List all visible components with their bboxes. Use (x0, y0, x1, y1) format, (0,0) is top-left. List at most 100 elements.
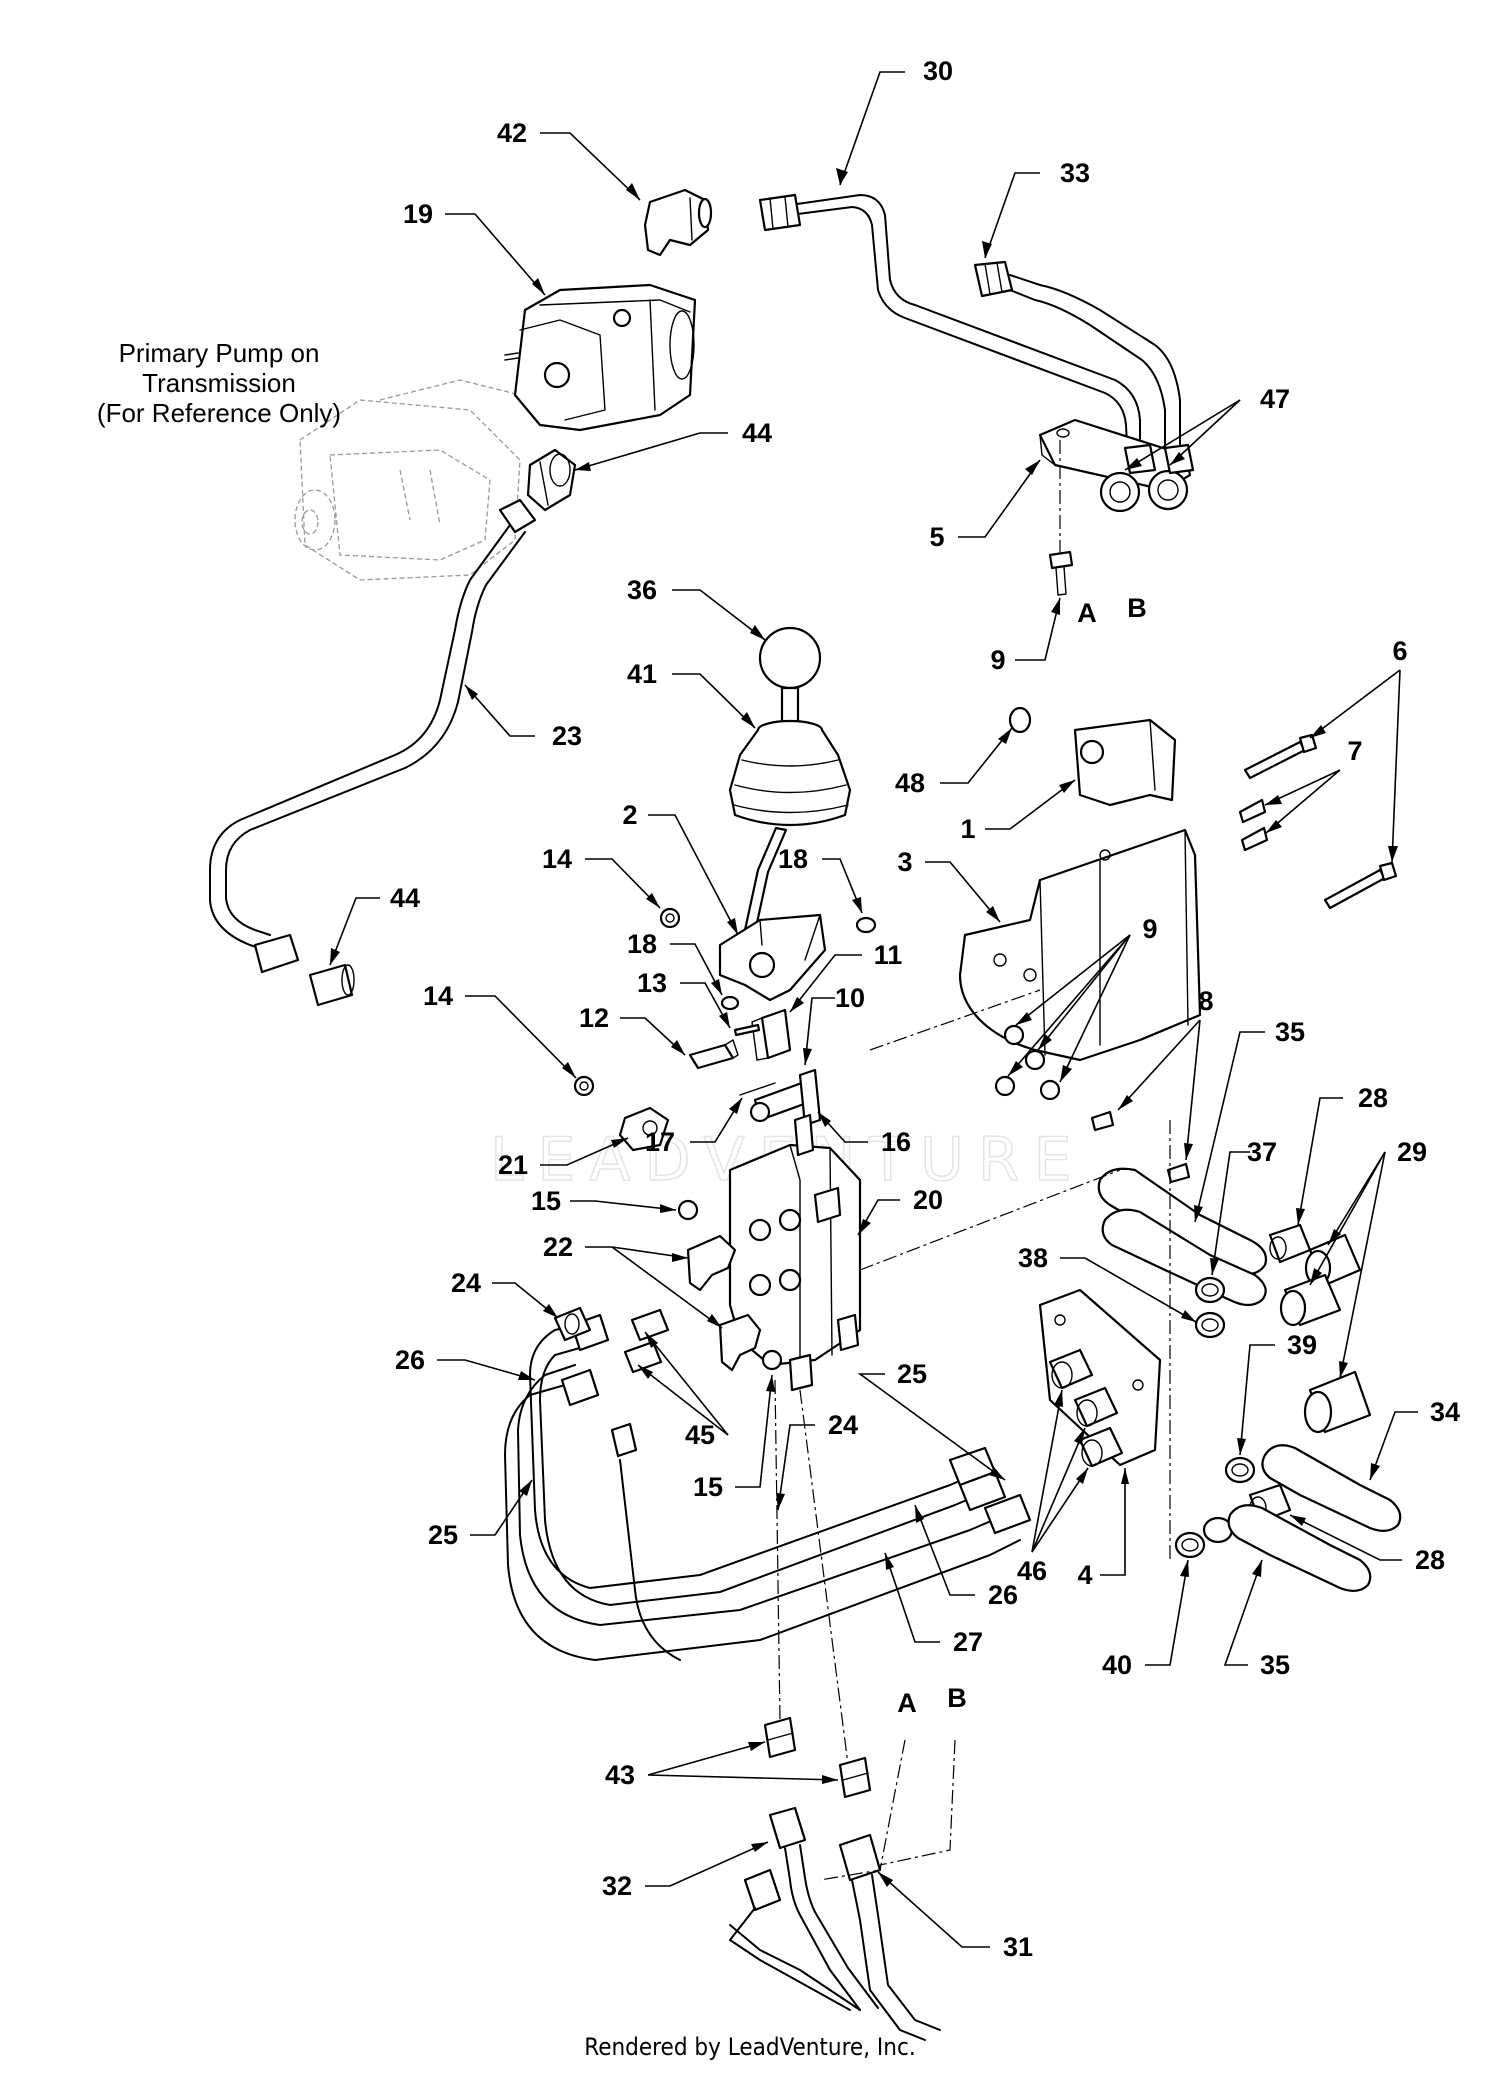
callout-24-upper: 24 (451, 1268, 481, 1298)
callout-16: 16 (881, 1127, 911, 1157)
nut-14-upper (659, 907, 681, 929)
callout-42: 42 (497, 118, 527, 148)
callout-18-lower: 18 (627, 929, 657, 959)
callout-26-upper: 26 (395, 1345, 425, 1375)
ring-18-lower (720, 995, 740, 1011)
callout-12: 12 (579, 1003, 609, 1033)
port-label-lower-a: A (897, 1688, 917, 1718)
callout-15-upper: 15 (531, 1186, 561, 1216)
callout-22: 22 (543, 1232, 573, 1262)
callout-37: 37 (1247, 1137, 1277, 1167)
adapters-45 (623, 1308, 670, 1374)
callout-35-upper: 35 (1275, 1017, 1305, 1047)
ring-39 (1224, 1456, 1256, 1484)
port-label-lower-b: B (947, 1683, 967, 1713)
joystick-knob-36 (758, 626, 822, 727)
callout-28-upper: 28 (1358, 1083, 1388, 1113)
lever-bracket-2 (718, 913, 827, 1002)
ring-18-upper (855, 916, 877, 934)
port-letters: A B A B (897, 593, 1147, 1718)
callout-19: 19 (403, 199, 433, 229)
ring-40 (1174, 1516, 1234, 1559)
callout-35-lower: 35 (1260, 1650, 1290, 1680)
strap-34 (1261, 1444, 1402, 1532)
callout-21: 21 (498, 1150, 528, 1180)
port-label-upper-b: B (1127, 593, 1147, 623)
leader-lines (329, 71, 1418, 1948)
callout-23: 23 (552, 721, 582, 751)
couplers-29 (1279, 1233, 1372, 1434)
callout-25-upper: 25 (897, 1359, 927, 1389)
callout-11: 11 (874, 940, 903, 970)
fitting-24-upper (553, 1306, 592, 1342)
bulkhead-fittings-46 (1048, 1348, 1124, 1468)
callout-34: 34 (1430, 1397, 1460, 1427)
callout-33: 33 (1060, 158, 1090, 188)
fittings-43 (763, 1716, 872, 1799)
pin-13 (733, 1023, 761, 1037)
block-11 (751, 1008, 792, 1061)
reference-transmission-pump (294, 379, 521, 581)
elbow-fitting-42 (643, 188, 713, 257)
callout-26-lower: 26 (988, 1580, 1018, 1610)
bolt-8-lower (1166, 1162, 1191, 1184)
reference-note: Primary Pump on Transmission (For Refere… (97, 338, 341, 428)
nut-15-upper (677, 1199, 699, 1221)
callout-13: 13 (637, 968, 667, 998)
callout-8: 8 (1198, 986, 1213, 1016)
callout-44-upper: 44 (742, 418, 772, 448)
callout-18-upper: 18 (778, 844, 808, 874)
mount-bracket-1 (1073, 718, 1177, 807)
fitting-44-upper (526, 448, 577, 512)
callout-labels: 30 42 33 19 44 47 5 36 9 41 23 6 48 7 2 … (390, 56, 1460, 1962)
nut-14-lower (573, 1075, 595, 1097)
pin-12 (688, 1039, 739, 1070)
tube-30 (758, 193, 1141, 446)
callout-20: 20 (913, 1185, 943, 1215)
reference-note-line-1: Primary Pump on (119, 338, 320, 368)
callout-10: 10 (835, 983, 865, 1013)
callout-25-lower: 25 (428, 1520, 458, 1550)
callout-44-lower: 44 (390, 883, 420, 913)
bolts-9-lower (994, 1024, 1061, 1101)
footer-credit: Rendered by LeadVenture, Inc. (584, 2033, 915, 2061)
callout-39: 39 (1287, 1330, 1317, 1360)
tube-31 (729, 1833, 941, 2041)
callout-5: 5 (929, 522, 944, 552)
callout-4: 4 (1077, 1560, 1092, 1590)
bolt-8-upper (1090, 1110, 1115, 1132)
callout-14-lower: 14 (423, 981, 453, 1011)
callout-15-lower: 15 (693, 1472, 723, 1502)
callout-46: 46 (1017, 1556, 1047, 1586)
ring-38 (1194, 1311, 1226, 1339)
reference-note-line-2: Transmission (142, 368, 296, 398)
callout-31: 31 (1003, 1932, 1033, 1962)
callout-27: 27 (953, 1627, 983, 1657)
bolts-6 (1243, 733, 1398, 910)
fitting-44-lower (253, 933, 355, 1007)
callout-43: 43 (605, 1760, 635, 1790)
coupler-28-upper (1268, 1223, 1312, 1264)
bracket-5 (1038, 418, 1192, 492)
callout-6: 6 (1392, 636, 1407, 666)
nut-15-lower (761, 1349, 783, 1371)
port-label-upper-a: A (1077, 598, 1097, 628)
bolt-9-upper (1048, 550, 1074, 596)
callout-9-lower: 9 (1142, 914, 1157, 944)
callout-30: 30 (923, 56, 953, 86)
callout-32: 32 (602, 1871, 632, 1901)
tube-23 (209, 498, 537, 951)
callout-28-lower: 28 (1415, 1545, 1445, 1575)
reference-note-line-3: (For Reference Only) (97, 398, 341, 428)
ring-37 (1194, 1276, 1226, 1304)
elbows-22 (686, 1234, 762, 1372)
joystick-boot-41 (728, 719, 852, 827)
tube-32 (729, 1806, 879, 2011)
callout-36: 36 (627, 575, 657, 605)
callout-1: 1 (960, 814, 975, 844)
strap-35-lower (1227, 1504, 1372, 1592)
callout-7: 7 (1347, 736, 1362, 766)
callout-41: 41 (627, 659, 657, 689)
lever-16 (798, 1068, 822, 1127)
